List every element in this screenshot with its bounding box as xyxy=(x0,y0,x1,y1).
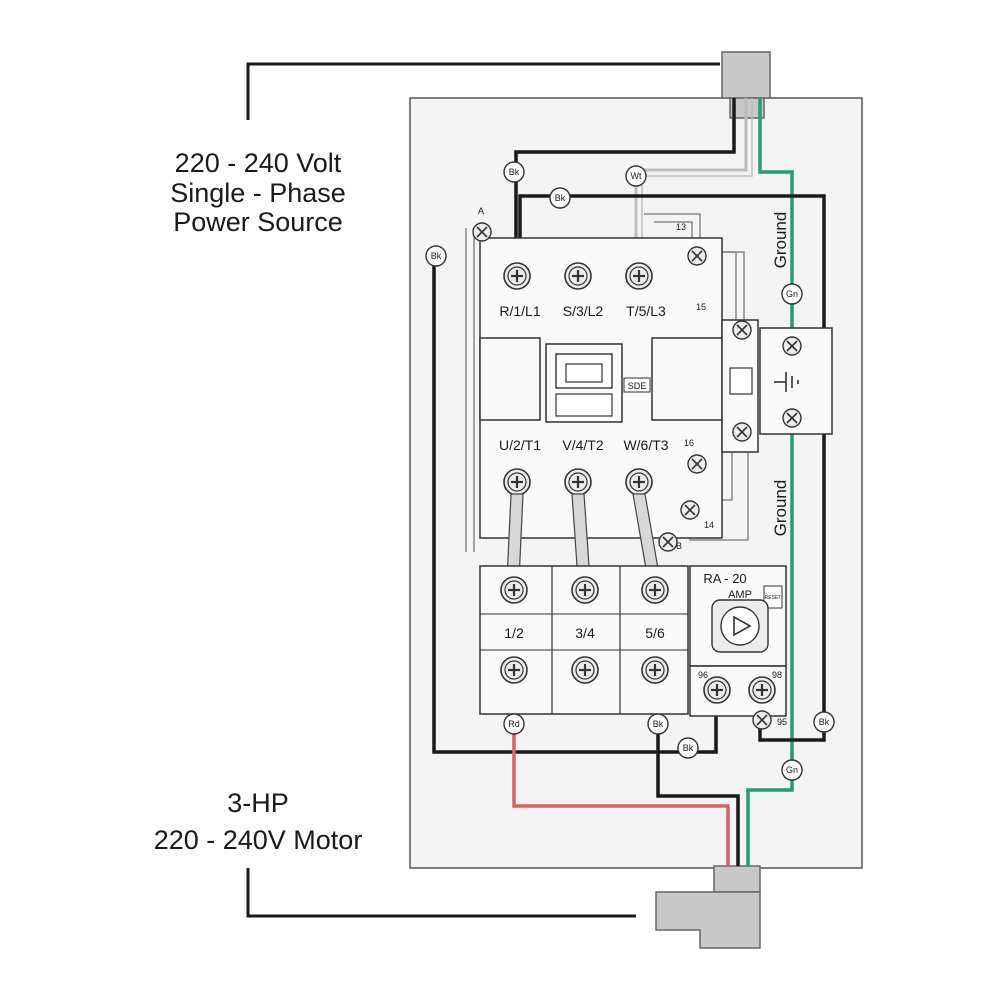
svg-text:Bk: Bk xyxy=(819,717,830,727)
ground-symbol-icon xyxy=(774,372,799,392)
power-source-line-3: Power Source xyxy=(173,207,343,237)
aux-label-16: 16 xyxy=(684,438,694,448)
ground-screw-bottom[interactable] xyxy=(782,408,802,428)
terminal-label-v4t2: V/4/T2 xyxy=(562,437,603,453)
jumper-straps xyxy=(506,493,661,581)
terminal-screw-t3[interactable] xyxy=(624,467,654,497)
svg-text:Gn: Gn xyxy=(786,289,798,299)
wire-tag-bk-right: Bk xyxy=(813,711,835,733)
svg-text:Wt: Wt xyxy=(631,171,642,181)
aux-label-a: A xyxy=(478,206,484,216)
bottom-cable-connector xyxy=(655,865,761,949)
overload-screw-4[interactable] xyxy=(570,655,600,685)
overload-unit: AMP xyxy=(728,589,752,601)
power-source-line-1: 220 - 240 Volt xyxy=(175,148,342,178)
motor-bracket xyxy=(246,868,636,918)
overload-label-12: 1/2 xyxy=(504,625,524,641)
overload-screw-96[interactable] xyxy=(702,675,732,705)
source-bracket xyxy=(246,62,720,120)
red-wire xyxy=(512,682,730,866)
overload-label-95: 95 xyxy=(777,717,787,727)
terminal-screw-l3[interactable] xyxy=(624,261,654,291)
ground-label-top: Ground xyxy=(771,212,790,269)
overload-label-56: 5/6 xyxy=(645,625,665,641)
aux-screw-side-top[interactable] xyxy=(732,320,752,340)
svg-text:Bk: Bk xyxy=(555,193,566,203)
svg-text:Bk: Bk xyxy=(653,719,664,729)
ground-terminal-block xyxy=(759,327,833,435)
contactor-model-tag: SDE xyxy=(628,381,647,391)
svg-text:Bk: Bk xyxy=(509,167,520,177)
svg-text:Rd: Rd xyxy=(508,719,520,729)
motor-line-1: 3-HP xyxy=(227,788,289,818)
terminal-label-w6t3: W/6/T3 xyxy=(623,437,668,453)
svg-text:Bk: Bk xyxy=(431,251,442,261)
overload-label-34: 3/4 xyxy=(575,625,595,641)
aux-screw-b[interactable] xyxy=(658,532,678,552)
svg-text:Bk: Bk xyxy=(683,743,694,753)
terminal-label-t5l3: T/5/L3 xyxy=(626,303,666,319)
motor-line-2: 220 - 240V Motor xyxy=(154,825,363,855)
overload-screw-1[interactable] xyxy=(499,575,529,605)
aux-screw-13[interactable] xyxy=(687,246,707,266)
aux-label-15: 15 xyxy=(696,302,706,312)
current-dial[interactable] xyxy=(720,606,760,646)
wire-tag-bk-bottom: Bk xyxy=(677,737,699,759)
wire-tag-gn-top: Gn xyxy=(781,283,803,305)
overload-screw-2[interactable] xyxy=(499,655,529,685)
terminal-label-r1l1: R/1/L1 xyxy=(499,303,540,319)
aux-label-b: B xyxy=(676,541,682,551)
overload-model: RA - 20 xyxy=(703,571,746,586)
overload-screw-95[interactable] xyxy=(752,710,772,730)
overload-screw-5[interactable] xyxy=(640,575,670,605)
aux-label-14: 14 xyxy=(704,520,714,530)
ground-wire xyxy=(746,98,794,866)
wire-tag-bk-motor: Bk xyxy=(647,713,669,735)
overload-relay: 1/2 3/4 5/6 RA - 20 AMP RESET 96 98 95 xyxy=(479,565,787,730)
terminal-screw-l1[interactable] xyxy=(502,261,532,291)
power-source-line-2: Single - Phase xyxy=(170,178,346,208)
svg-text:Gn: Gn xyxy=(786,765,798,775)
terminal-screw-t1[interactable] xyxy=(502,467,532,497)
wire-tags: Bk Wt Bk Bk Gn Rd Bk Bk xyxy=(425,161,835,781)
wire-tag-bk-top: Bk xyxy=(503,161,525,183)
white-wire xyxy=(634,98,753,272)
terminal-label-s3l2: S/3/L2 xyxy=(563,303,604,319)
ground-screw-top[interactable] xyxy=(782,336,802,356)
terminal-screw-l2[interactable] xyxy=(563,261,593,291)
wire-tag-bk-upper: Bk xyxy=(549,187,571,209)
overload-screw-6[interactable] xyxy=(640,655,670,685)
terminal-label-u2t1: U/2/T1 xyxy=(499,437,541,453)
overload-screw-98[interactable] xyxy=(747,675,777,705)
wire-tag-rd: Rd xyxy=(503,713,525,735)
overload-label-98: 98 xyxy=(772,670,782,680)
aux-screw-16[interactable] xyxy=(687,454,707,474)
overload-label-96: 96 xyxy=(698,670,708,680)
aux-screw-a[interactable] xyxy=(472,222,492,242)
overload-screw-3[interactable] xyxy=(570,575,600,605)
wire-tag-bk-left: Bk xyxy=(425,245,447,267)
ground-label-bottom: Ground xyxy=(771,480,790,537)
wire-tag-gn-bottom: Gn xyxy=(781,759,803,781)
aux-label-13: 13 xyxy=(676,222,686,232)
reset-button[interactable]: RESET xyxy=(765,595,782,601)
contactor: SDE R/1/L1 S/3/L2 T/5/L3 U/2/T1 V/4/T2 W… xyxy=(472,206,759,552)
terminal-screw-t2[interactable] xyxy=(563,467,593,497)
play-icon xyxy=(733,615,752,637)
aux-screw-side-bottom[interactable] xyxy=(732,422,752,442)
wire-tag-wt: Wt xyxy=(625,165,647,187)
aux-screw-14[interactable] xyxy=(680,500,700,520)
